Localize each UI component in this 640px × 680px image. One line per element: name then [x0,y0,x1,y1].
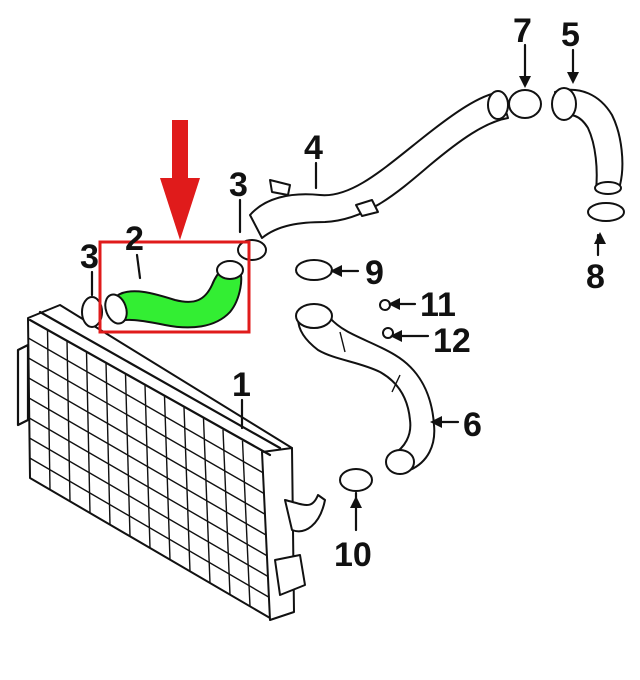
callout-10: 10 [334,536,372,574]
bolt-part-11 [379,299,391,311]
highlight-box [98,240,251,334]
callout-9: 9 [365,254,384,292]
callout-5: 5 [561,16,580,54]
clamp-part-10 [339,468,373,492]
hose-part-6 [295,303,436,475]
hose-part-5 [551,87,624,195]
hose-part-2 [104,260,244,329]
hose-part-4 [249,90,509,239]
callout-11: 11 [420,286,456,324]
clamp-part-8 [587,202,625,222]
bolt-part-12 [382,327,394,339]
callout-2: 2 [125,220,144,258]
highlight-arrow [160,120,200,240]
callout-3-left: 3 [80,238,99,276]
callout-6: 6 [463,406,482,444]
leader-arrowheads [330,72,606,508]
callout-4: 4 [304,129,323,167]
callout-8: 8 [586,258,605,296]
clamp-part-9 [295,259,333,281]
callout-3-right: 3 [229,166,248,204]
callout-1: 1 [232,366,251,404]
clamp-part-7 [508,89,542,119]
clamp-part-3-right [237,239,267,261]
clamp-part-3-left [81,296,103,328]
callout-7: 7 [513,12,532,50]
intercooler-part-1 [16,304,326,621]
callout-12: 12 [433,322,471,360]
